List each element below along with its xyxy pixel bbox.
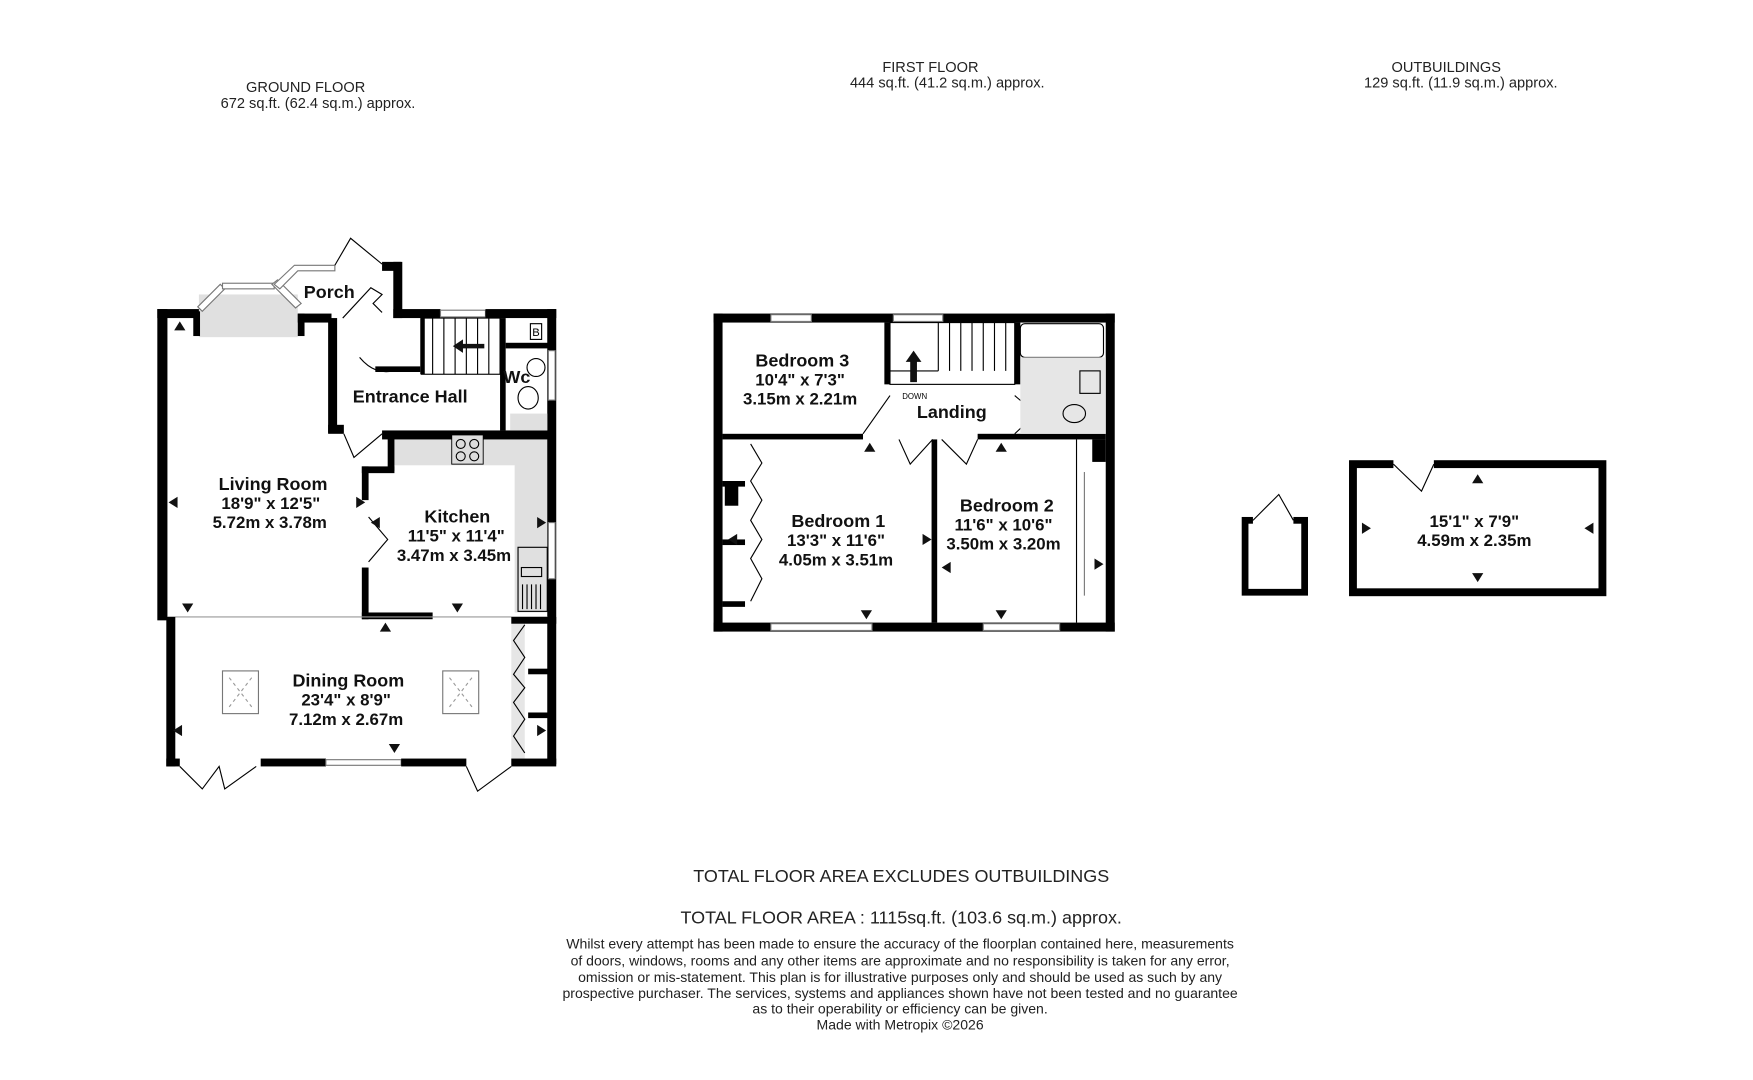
bedroom1-label: Bedroom 1 (791, 511, 885, 531)
ground-floor-plan: B (157, 237, 557, 793)
footer: TOTAL FLOOR AREA EXCLUDES OUTBUILDINGS T… (562, 866, 1237, 1032)
disclaimer-line: as to their operability or efficiency ca… (752, 1001, 1047, 1017)
outbuildings-title: OUTBUILDINGS (1391, 60, 1501, 76)
bath (1019, 323, 1105, 358)
disclaimer-line: omission or mis-statement. This plan is … (578, 969, 1222, 985)
outbuildings-note: TOTAL FLOOR AREA EXCLUDES OUTBUILDINGS (693, 866, 1109, 886)
first-floor-plan: Bedroom 3 10'4" x 7'3" 3.15m x 2.21m DOW… (713, 313, 1115, 632)
stairs (420, 317, 501, 375)
sink (517, 546, 548, 612)
hob (451, 434, 484, 465)
ground-floor-header: GROUND FLOOR 672 sq.ft. (62.4 sq.m.) app… (221, 80, 416, 112)
stairs-down-label: DOWN (902, 392, 927, 401)
bedroom1-metric: 4.05m x 3.51m (779, 550, 893, 569)
kitchen-metric: 3.47m x 3.45m (397, 546, 511, 565)
disclaimer-line: prospective purchaser. The services, sys… (562, 985, 1237, 1001)
first-floor-header: FIRST FLOOR 444 sq.ft. (41.2 sq.m.) appr… (850, 60, 1045, 92)
stairs (889, 321, 1016, 385)
living-room-imperial: 18'9" x 12'5" (221, 494, 320, 513)
outbuildings-area: 129 sq.ft. (11.9 sq.m.) approx. (1364, 76, 1558, 92)
first-floor-title: FIRST FLOOR (882, 60, 978, 76)
wc-label: Wc (503, 367, 530, 387)
landing-label: Landing (917, 402, 987, 422)
ground-floor-area: 672 sq.ft. (62.4 sq.m.) approx. (221, 96, 416, 112)
bedroom2-metric: 3.50m x 3.20m (946, 535, 1060, 554)
skylight-right (442, 670, 480, 715)
kitchen-label: Kitchen (424, 507, 490, 527)
total-floor-area: TOTAL FLOOR AREA : 1115sq.ft. (103.6 sq.… (681, 908, 1122, 928)
dining-room-metric: 7.12m x 2.67m (289, 710, 403, 729)
living-room-label: Living Room (219, 474, 328, 494)
porch-label: Porch (304, 282, 355, 302)
outbuilding-imperial: 15'1" x 7'9" (1430, 512, 1520, 531)
entrance-hall-label: Entrance Hall (353, 386, 468, 406)
dining-room-label: Dining Room (292, 671, 404, 691)
bedroom3-metric: 3.15m x 2.21m (743, 390, 857, 409)
bedroom2-label: Bedroom 2 (960, 495, 1054, 515)
first-floor-area: 444 sq.ft. (41.2 sq.m.) approx. (850, 76, 1045, 92)
outbuilding-metric: 4.59m x 2.35m (1417, 531, 1531, 550)
ground-floor-title: GROUND FLOOR (246, 80, 365, 96)
bedroom3-label: Bedroom 3 (755, 350, 849, 370)
metropix-credit: Made with Metropix ©2026 (817, 1016, 984, 1032)
bedroom1-imperial: 13'3" x 11'6" (787, 531, 885, 550)
disclaimer-line: Whilst every attempt has been made to en… (566, 935, 1234, 951)
living-room-metric: 5.72m x 3.78m (213, 513, 327, 532)
disclaimer-line: of doors, windows, rooms and any other i… (571, 952, 1230, 968)
kitchen-imperial: 11'5" x 11'4" (408, 527, 505, 546)
outbuildings-header: OUTBUILDINGS 129 sq.ft. (11.9 sq.m.) app… (1364, 60, 1558, 92)
outbuildings-plan: 15'1" x 7'9" 4.59m x 2.35m (1241, 458, 1607, 597)
boiler-label: B (532, 327, 539, 339)
skylight-left (221, 670, 260, 715)
bedroom3-imperial: 10'4" x 7'3" (755, 370, 845, 389)
dining-room-imperial: 23'4" x 8'9" (301, 691, 391, 710)
bedroom2-imperial: 11'6" x 10'6" (954, 515, 1052, 534)
